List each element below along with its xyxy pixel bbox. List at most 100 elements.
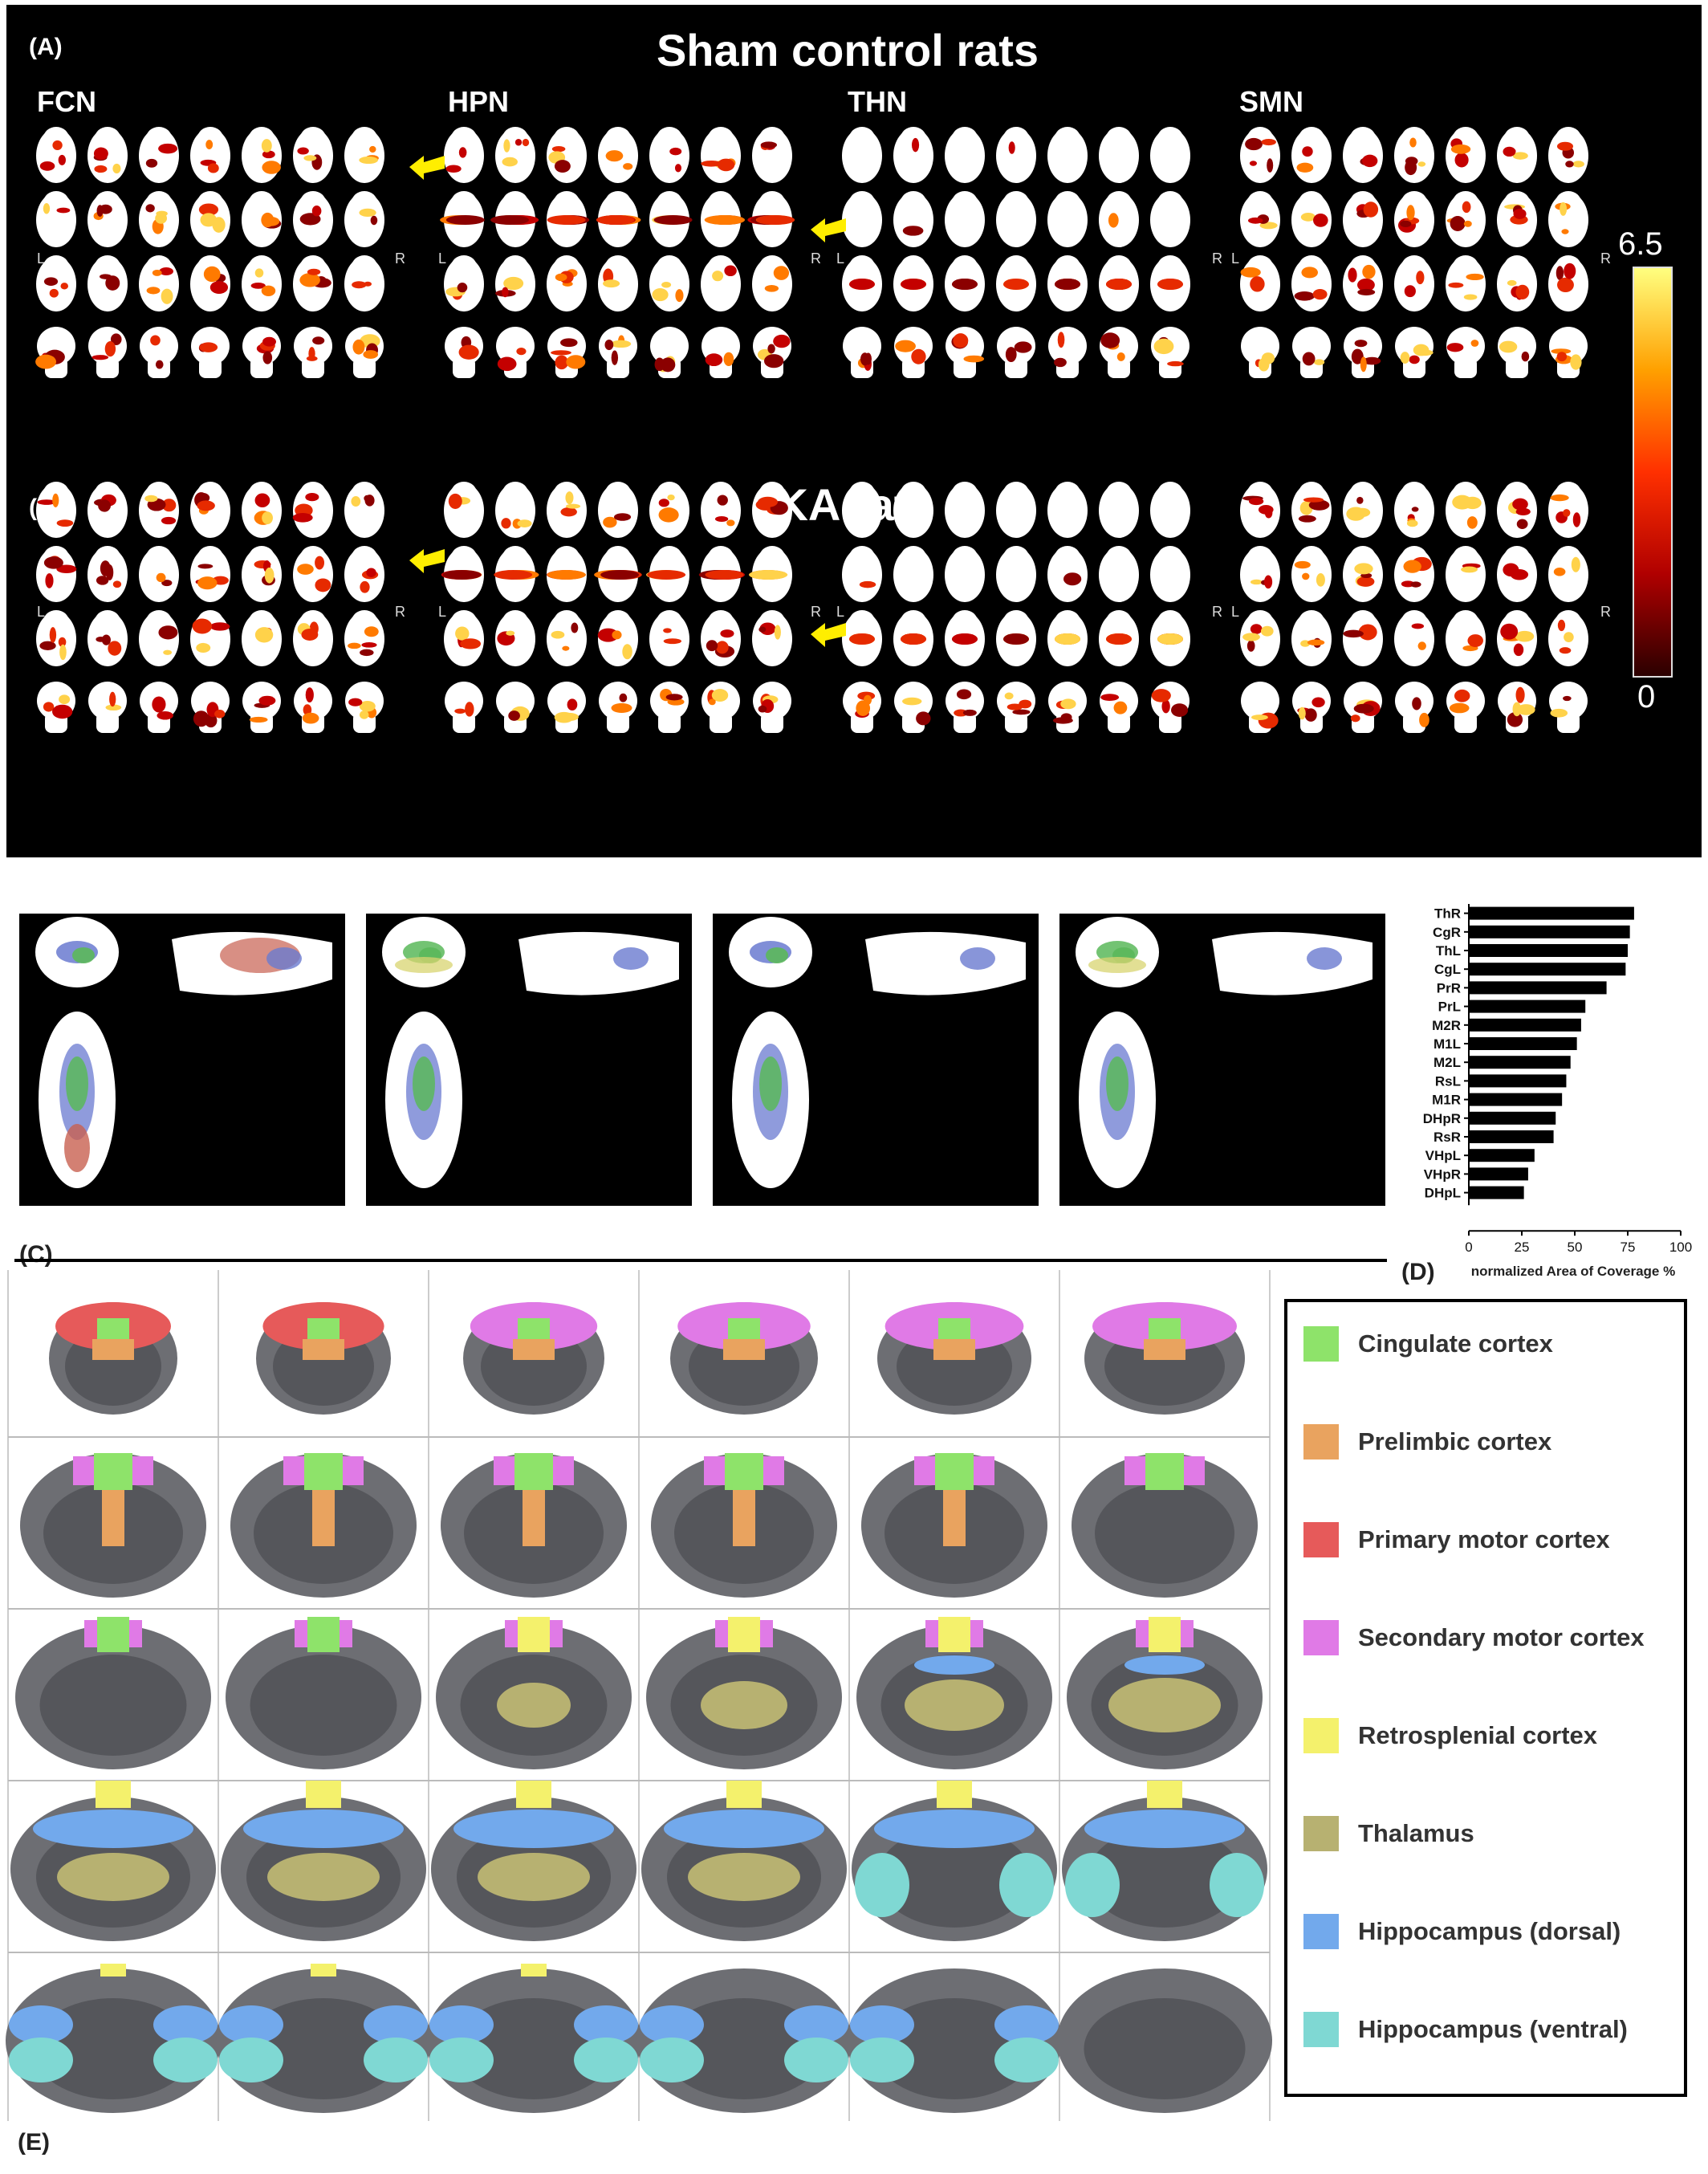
- brain-slice: [1394, 482, 1434, 538]
- x-tick-label: 0: [1465, 1240, 1472, 1255]
- brain-slice: [1240, 127, 1280, 183]
- brain-slice: [444, 610, 484, 666]
- yellow-arrow-icon: [409, 549, 445, 573]
- brain-slice: [293, 127, 333, 183]
- brain-slice: [1394, 191, 1434, 247]
- category-label: CgL: [1434, 962, 1461, 977]
- legend-swatch: [1303, 1914, 1339, 1949]
- legend-label: Secondary motor cortex: [1358, 1623, 1645, 1651]
- brain-slice: [1446, 255, 1486, 311]
- brain-slice: [1497, 127, 1537, 183]
- brain-slice: [1343, 191, 1383, 247]
- brain-slice: [444, 127, 484, 183]
- brain-slice: [996, 191, 1036, 247]
- brain-slice: [1150, 127, 1190, 183]
- brain-slice: [1099, 546, 1139, 602]
- bar-M1R: [1469, 1093, 1563, 1106]
- brain-slice: [1343, 482, 1383, 538]
- right-marker: R: [1600, 604, 1611, 620]
- x-axis-label: normalized Area of Coverage %: [1471, 1264, 1675, 1279]
- right-marker: R: [1212, 604, 1222, 620]
- brain-slice: [445, 682, 483, 733]
- category-label: PrL: [1438, 999, 1461, 1015]
- brain-slice: [1446, 682, 1485, 733]
- atlas-slice: [426, 1964, 641, 2113]
- brain-slice: [1047, 610, 1088, 666]
- brain-slice: [894, 682, 933, 733]
- brain-slice: [293, 191, 333, 247]
- brain-slice: [87, 255, 128, 311]
- bar-CgR: [1469, 925, 1630, 938]
- brain-slice: [1099, 191, 1139, 247]
- brain-slice: [1150, 610, 1190, 666]
- atlas-slice: [441, 1453, 627, 1598]
- brain-slice: [445, 327, 483, 378]
- bar-M2R: [1469, 1018, 1581, 1032]
- atlas-slice: [1067, 1617, 1263, 1769]
- brain-slice: [996, 255, 1036, 311]
- brain-slice: [294, 682, 332, 733]
- brain-slice: [242, 682, 281, 733]
- x-tick-label: 50: [1568, 1240, 1583, 1255]
- brain-slice: [1047, 482, 1088, 538]
- brain-slice: [1291, 255, 1332, 311]
- brain-slice: [596, 191, 641, 247]
- brain-slice: [242, 191, 282, 247]
- brain-slice: [242, 610, 282, 666]
- colorbar-min-label: 0: [1637, 679, 1656, 714]
- brain-slice: [946, 682, 984, 733]
- brain-slice: [440, 191, 485, 247]
- brain-slice: [345, 327, 384, 378]
- brain-slice: [36, 255, 76, 311]
- brain-slice: [1150, 482, 1190, 538]
- legend-item: Hippocampus (dorsal): [1303, 1912, 1621, 1951]
- brain-slice: [1291, 482, 1332, 538]
- brain-slice: [1548, 546, 1588, 602]
- brain-slice: [294, 327, 332, 378]
- brain-slice: [842, 255, 882, 311]
- brain-slice: [1240, 255, 1280, 311]
- left-marker: L: [836, 250, 845, 267]
- right-marker: R: [811, 604, 821, 620]
- atlas-slice: [852, 1781, 1057, 1941]
- brain-slice: [1047, 127, 1088, 183]
- brain-slice: [87, 546, 128, 602]
- bar-VHpR: [1469, 1167, 1528, 1181]
- brain-slice: [1099, 127, 1139, 183]
- brain-slice: [894, 327, 933, 378]
- legend-item: Cingulate cortex: [1303, 1325, 1553, 1363]
- atlas-slice: [877, 1302, 1031, 1415]
- right-marker: R: [811, 250, 821, 267]
- overlay-view-box: [1059, 914, 1385, 1206]
- brain-slice: [1395, 682, 1434, 733]
- brain-slice: [701, 255, 741, 311]
- brain-slice: [1343, 127, 1383, 183]
- bar-M2L: [1469, 1056, 1571, 1069]
- brain-slice: [1344, 682, 1382, 733]
- brain-slice: [1047, 191, 1088, 247]
- brain-slice: [1548, 482, 1588, 538]
- brain-slice: [1446, 482, 1486, 538]
- brain-slice: [945, 482, 985, 538]
- legend-swatch: [1303, 1620, 1339, 1655]
- brain-slice: [345, 682, 384, 733]
- brain-slice: [190, 610, 230, 666]
- legend-swatch: [1303, 2012, 1339, 2047]
- brain-slice: [752, 127, 792, 183]
- brain-slice: [997, 682, 1035, 733]
- overlay-view-box: [19, 914, 345, 1206]
- brain-slice: [945, 255, 985, 311]
- brain-slice: [997, 327, 1035, 378]
- brain-slice: [1150, 255, 1190, 311]
- yellow-arrow-icon: [409, 156, 445, 180]
- atlas-slice: [20, 1453, 206, 1598]
- atlas-slice: [256, 1302, 391, 1415]
- brain-slice: [1446, 327, 1485, 378]
- brain-slice: [1291, 546, 1332, 602]
- network-label-fcn: FCN: [37, 85, 96, 118]
- brain-slice: [444, 482, 484, 538]
- brain-slice: [140, 682, 178, 733]
- legend-item: Primary motor cortex: [1303, 1521, 1610, 1559]
- brain-slice: [495, 482, 535, 538]
